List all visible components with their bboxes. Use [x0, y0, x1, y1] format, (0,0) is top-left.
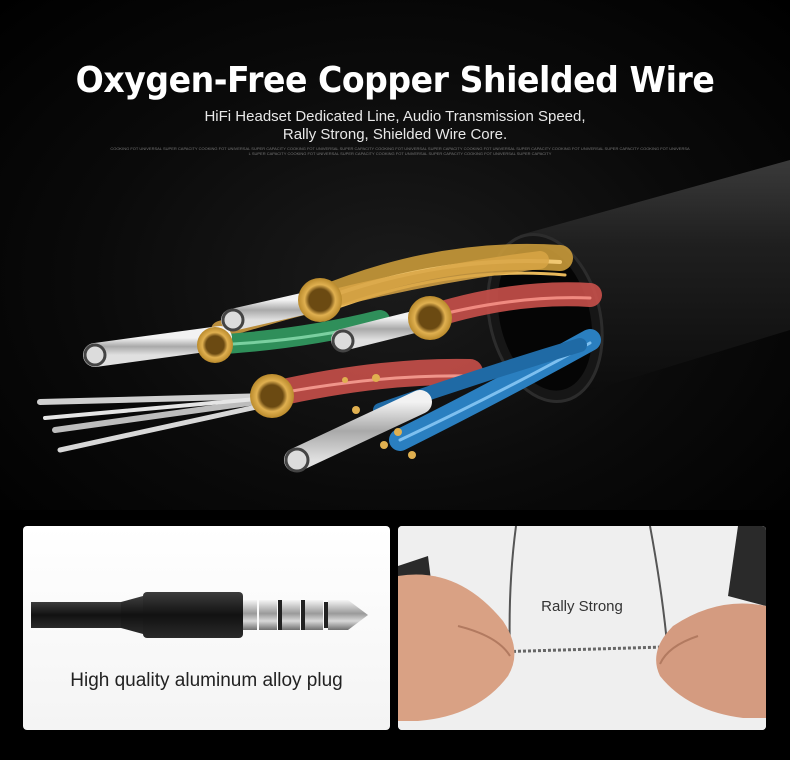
hands-illustration — [398, 526, 766, 730]
gold-rings — [197, 278, 452, 418]
rally-label: Rally Strong — [541, 598, 623, 615]
subtitle-line-1: HiFi Headset Dedicated Line, Audio Trans… — [204, 108, 586, 125]
page-title: Oxygen-Free Copper Shielded Wire — [75, 60, 715, 101]
hero-section: Oxygen-Free Copper Shielded Wire HiFi He… — [0, 0, 790, 510]
plug-illustration — [31, 592, 368, 638]
rally-panel: Rally Strong — [398, 526, 766, 730]
subtitle: HiFi Headset Dedicated Line, Audio Trans… — [0, 108, 790, 144]
plug-panel: High quality aluminum alloy plug — [23, 526, 390, 730]
cable-illustration — [37, 160, 790, 473]
strand-tips — [342, 374, 416, 459]
core-ends — [83, 308, 355, 473]
plug-caption: High quality aluminum alloy plug — [70, 670, 343, 691]
fine-print: COOKING FOT UNIVERSAL SUPER CAPACITY COO… — [110, 146, 690, 156]
subtitle-line-2: Rally Strong, Shielded Wire Core. — [282, 126, 508, 143]
